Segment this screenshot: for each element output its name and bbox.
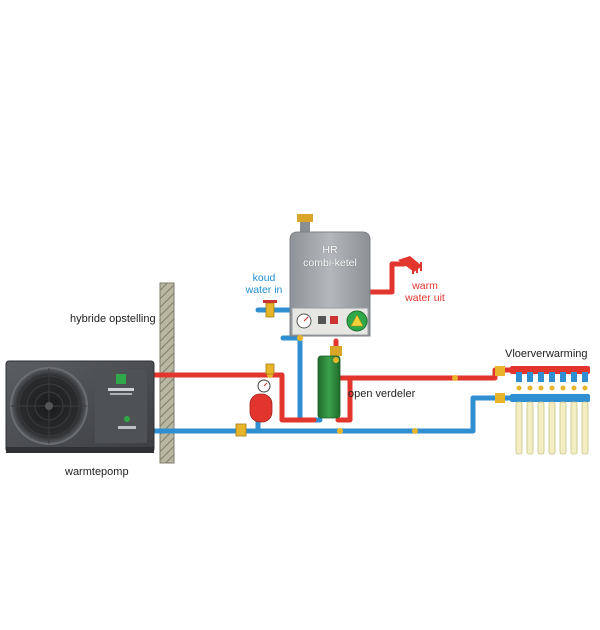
manifold-valve — [527, 372, 533, 382]
heat-pump-logo — [116, 374, 126, 384]
floor-heating-loop — [548, 401, 556, 455]
manifold-valve — [538, 372, 544, 382]
warm-water-label-line2: water uit — [405, 292, 445, 304]
shower-head-icon — [398, 256, 422, 274]
manifold-knob — [549, 385, 555, 391]
floor-heating-loop — [570, 401, 578, 455]
manifold-knob — [582, 385, 588, 391]
hybrid-setup-label: hybride opstelling — [70, 313, 156, 325]
manifold-knob — [571, 385, 577, 391]
manifold-knob — [538, 385, 544, 391]
manifold-knob — [516, 385, 522, 391]
floor-heating-label: Vloerverwarming — [505, 348, 588, 360]
floor-heating-manifold — [495, 366, 590, 455]
pipe-valves — [267, 372, 458, 434]
manifold-knob — [527, 385, 533, 391]
open-distributor — [317, 346, 342, 419]
floor-heating-loop — [559, 401, 567, 455]
cold-water-valve — [263, 300, 277, 318]
boiler-label-line2: combi-ketel — [303, 257, 357, 269]
supply-pipes — [149, 261, 518, 423]
expansion-vessel — [235, 379, 273, 437]
heat-pump — [5, 360, 155, 453]
open-distributor-label: open verdeler — [348, 388, 416, 400]
cold-water-label-line1: koud — [252, 272, 276, 284]
manifold-valve — [571, 372, 577, 382]
manifold-valve — [560, 372, 566, 382]
manifold-valve — [582, 372, 588, 382]
cold-water-label: koud water in — [238, 272, 290, 296]
cold-water-label-line2: water in — [245, 284, 283, 296]
floor-heating-loop — [515, 401, 523, 455]
boiler-label-line1: HR — [322, 244, 338, 256]
manifold-valve — [549, 372, 555, 382]
floor-heating-loop — [526, 401, 534, 455]
manifold-valve — [516, 372, 522, 382]
boiler-label: HR combi-ketel — [300, 244, 360, 270]
warm-water-label: warm water uit — [394, 280, 456, 304]
supply-valve — [265, 363, 275, 375]
manifold-knob — [560, 385, 566, 391]
floor-heating-loop — [537, 401, 545, 455]
warm-water-label-line1: warm — [412, 280, 438, 292]
floor-heating-loop — [581, 401, 589, 455]
heat-pump-label: warmtepomp — [65, 466, 129, 478]
combi-boiler — [289, 214, 371, 341]
